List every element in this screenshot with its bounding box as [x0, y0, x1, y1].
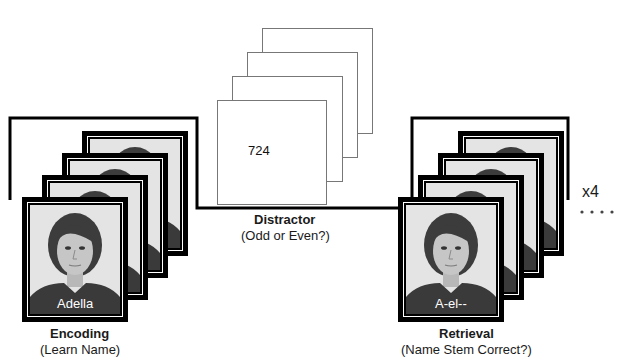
phase-title: Retrieval	[439, 326, 494, 342]
phase-task: (Learn Name)	[40, 342, 120, 358]
phase-task: (Odd or Even?)	[241, 228, 330, 244]
retrieval-stack	[398, 131, 564, 322]
phase-title: Encoding	[50, 326, 109, 342]
face-card: A-el--	[398, 197, 504, 322]
number-text: 724	[248, 143, 270, 159]
continuation-dots	[580, 210, 613, 213]
face-card: Adella	[22, 197, 128, 322]
phase-task: (Name Stem Correct?)	[401, 342, 532, 358]
repeat-count: x4	[582, 182, 599, 201]
number-card: 724	[217, 100, 327, 205]
phase-title: Distractor	[254, 212, 315, 228]
name-text: Adella	[57, 296, 93, 312]
encoding-stack	[22, 131, 188, 322]
name-text: A-el--	[435, 296, 467, 312]
